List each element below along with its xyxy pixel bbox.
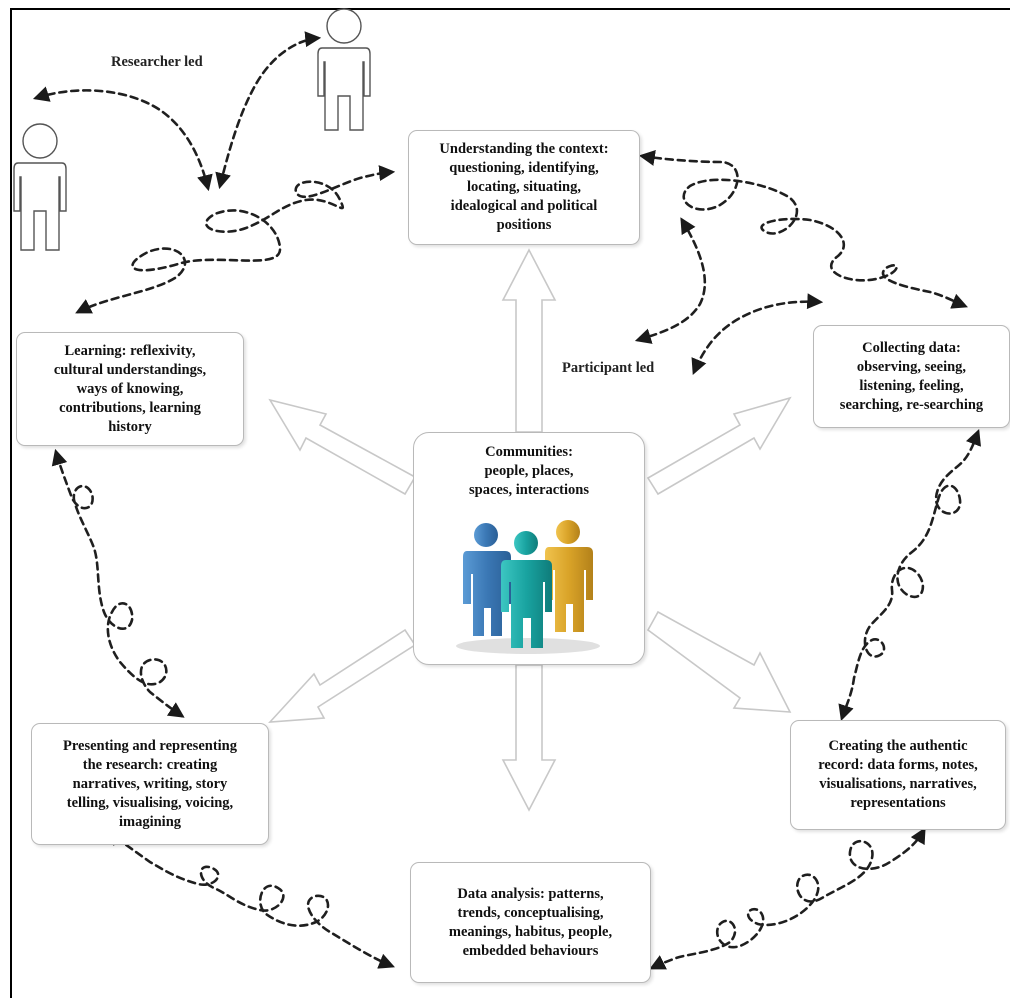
hollow-arrow-upleft bbox=[268, 398, 417, 496]
dashed-arrow-researcher-left bbox=[32, 86, 213, 192]
node-understanding-text: Understanding the context: questioning, … bbox=[439, 141, 609, 233]
node-presenting-research: Presenting and representing the research… bbox=[31, 723, 269, 845]
dashed-arrow-collecting-to-creating bbox=[838, 429, 981, 722]
node-learning-text: Learning: reflexivity, cultural understa… bbox=[53, 342, 207, 435]
person-outline-icon bbox=[317, 8, 371, 131]
dashed-arrow-learning-to-understanding bbox=[75, 165, 396, 314]
node-creating-text: Creating the authentic record: data form… bbox=[818, 738, 978, 811]
node-creating-record: Creating the authentic record: data form… bbox=[790, 720, 1006, 830]
hollow-arrows bbox=[268, 248, 792, 812]
node-communities: Communities: people, places, spaces, int… bbox=[413, 432, 645, 665]
hollow-arrow-up bbox=[501, 248, 557, 433]
node-presenting-text: Presenting and representing the research… bbox=[62, 737, 237, 830]
dashed-arrow-participant-right bbox=[691, 293, 824, 375]
hollow-arrow-upright bbox=[646, 396, 792, 496]
hollow-arrow-downleft bbox=[268, 628, 417, 723]
node-analysis-text: Data analysis: patterns, trends, concept… bbox=[448, 885, 613, 959]
node-collecting-data: Collecting data: observing, seeing, list… bbox=[813, 325, 1010, 428]
figure-frame bbox=[10, 8, 1010, 998]
hollow-arrow-downright bbox=[646, 610, 792, 713]
hollow-arrow-down bbox=[501, 664, 557, 812]
node-understanding-context: Understanding the context: questioning, … bbox=[408, 130, 640, 245]
node-learning: Learning: reflexivity, cultural understa… bbox=[16, 332, 244, 446]
dashed-arrow-researcher-right bbox=[215, 31, 322, 190]
dashed-arrow-understanding-to-collecting bbox=[638, 150, 968, 309]
communities-title: Communities: people, places, spaces, int… bbox=[468, 444, 589, 498]
dashed-arrow-participant-left bbox=[634, 217, 707, 344]
node-collecting-text: Collecting data: observing, seeing, list… bbox=[839, 339, 984, 413]
node-data-analysis: Data analysis: patterns, trends, concept… bbox=[410, 862, 651, 983]
researcher-led-label: Researcher led bbox=[111, 54, 203, 70]
dashed-arrow-creating-to-analysis bbox=[649, 827, 926, 970]
dashed-arrow-presenting-to-learning bbox=[51, 448, 185, 718]
dashed-arrow-analysis-to-presenting bbox=[105, 830, 395, 969]
person-outline-icon bbox=[13, 123, 67, 251]
participant-led-label: Participant led bbox=[562, 360, 655, 376]
